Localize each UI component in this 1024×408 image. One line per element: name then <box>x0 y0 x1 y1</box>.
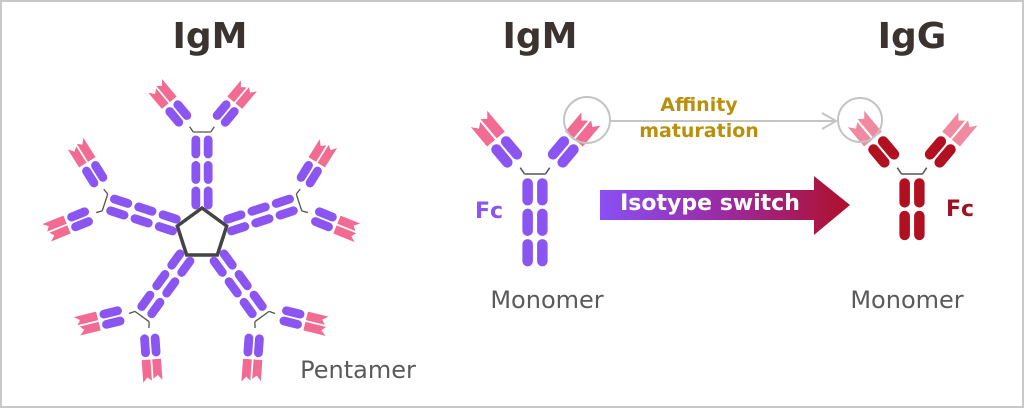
j-chain-pentagon <box>175 205 229 257</box>
pentamer-unit <box>66 222 231 392</box>
title-igg: IgG <box>877 16 947 57</box>
isotype-switch-label: Isotype switch <box>620 191 800 216</box>
affinity-line2: maturation <box>639 120 759 142</box>
affinity-maturation-label: Affinity maturation <box>639 92 759 144</box>
antigen-site-circle-igg <box>837 97 883 143</box>
monomer-label-igg: Monomer <box>850 286 964 314</box>
pentamer-label: Pentamer <box>300 356 416 384</box>
igm-pentamer <box>38 79 367 392</box>
fc-label-igm: Fc <box>474 199 504 224</box>
pentamer-unit <box>147 79 257 209</box>
igm-monomer <box>470 111 601 267</box>
affinity-arrow <box>610 112 839 130</box>
title-igm-pentamer: IgM <box>172 16 248 57</box>
affinity-line1: Affinity <box>660 94 738 116</box>
fc-label-igg: Fc <box>945 197 975 222</box>
pentamer-unit <box>38 134 196 279</box>
monomer-label-igm: Monomer <box>490 286 604 314</box>
title-igm-monomer: IgM <box>502 16 578 57</box>
isotype-switch-arrow <box>600 176 850 235</box>
pentamer-unit <box>208 134 366 279</box>
